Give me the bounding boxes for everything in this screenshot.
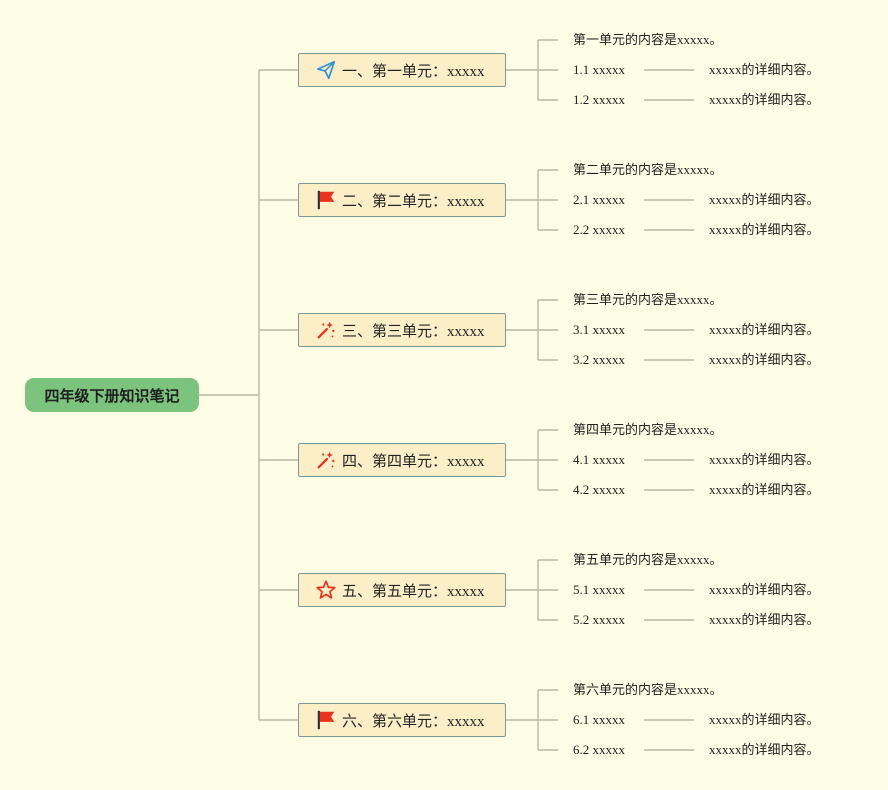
unit-summary[interactable]: 第二单元的内容是xxxxx。	[573, 162, 723, 177]
flag-icon	[315, 709, 337, 731]
sub-topic-label[interactable]: 3.2 xxxxx	[573, 352, 625, 367]
magic-wand-icon	[315, 449, 337, 471]
unit-label: 二、第二单元：xxxxx	[342, 193, 485, 210]
magic-wand-icon	[315, 319, 337, 341]
sub-topic-detail[interactable]: xxxxx的详细内容。	[709, 612, 820, 627]
sub-topic-label[interactable]: 1.2 xxxxx	[573, 92, 625, 107]
unit-node[interactable]: 二、第二单元：xxxxx	[298, 183, 506, 217]
root-node[interactable]: 四年级下册知识笔记	[25, 378, 199, 412]
sub-topic-detail[interactable]: xxxxx的详细内容。	[709, 712, 820, 727]
paper-plane-icon	[315, 59, 337, 81]
sub-topic-detail[interactable]: xxxxx的详细内容。	[709, 482, 820, 497]
sub-topic-label[interactable]: 3.1 xxxxx	[573, 322, 625, 337]
unit-summary[interactable]: 第三单元的内容是xxxxx。	[573, 292, 723, 307]
flag-icon	[315, 189, 337, 211]
sub-topic-detail[interactable]: xxxxx的详细内容。	[709, 92, 820, 107]
star-icon	[315, 579, 337, 601]
unit-summary[interactable]: 第六单元的内容是xxxxx。	[573, 682, 723, 697]
unit-node[interactable]: 一、第一单元：xxxxx	[298, 53, 506, 87]
unit-label: 五、第五单元：xxxxx	[342, 583, 485, 600]
sub-topic-detail[interactable]: xxxxx的详细内容。	[709, 582, 820, 597]
root-label: 四年级下册知识笔记	[44, 386, 180, 405]
sub-topic-label[interactable]: 5.2 xxxxx	[573, 612, 625, 627]
sub-topic-label[interactable]: 2.2 xxxxx	[573, 222, 625, 237]
unit-node[interactable]: 五、第五单元：xxxxx	[298, 573, 506, 607]
unit-label: 六、第六单元：xxxxx	[342, 713, 485, 730]
unit-label: 一、第一单元：xxxxx	[342, 63, 485, 80]
unit-node[interactable]: 四、第四单元：xxxxx	[298, 443, 506, 477]
sub-topic-detail[interactable]: xxxxx的详细内容。	[709, 352, 820, 367]
unit-summary[interactable]: 第一单元的内容是xxxxx。	[573, 32, 723, 47]
sub-topic-label[interactable]: 2.1 xxxxx	[573, 192, 625, 207]
sub-topic-label[interactable]: 6.1 xxxxx	[573, 712, 625, 727]
sub-topic-label[interactable]: 1.1 xxxxx	[573, 62, 625, 77]
sub-topic-label[interactable]: 6.2 xxxxx	[573, 742, 625, 757]
sub-topic-detail[interactable]: xxxxx的详细内容。	[709, 742, 820, 757]
sub-topic-detail[interactable]: xxxxx的详细内容。	[709, 322, 820, 337]
unit-label: 三、第三单元：xxxxx	[342, 323, 485, 340]
sub-topic-label[interactable]: 4.1 xxxxx	[573, 452, 625, 467]
sub-topic-detail[interactable]: xxxxx的详细内容。	[709, 222, 820, 237]
unit-summary[interactable]: 第四单元的内容是xxxxx。	[573, 422, 723, 437]
sub-topic-label[interactable]: 5.1 xxxxx	[573, 582, 625, 597]
sub-topic-detail[interactable]: xxxxx的详细内容。	[709, 62, 820, 77]
unit-node[interactable]: 六、第六单元：xxxxx	[298, 703, 506, 737]
unit-summary[interactable]: 第五单元的内容是xxxxx。	[573, 552, 723, 567]
unit-label: 四、第四单元：xxxxx	[342, 453, 485, 470]
sub-topic-detail[interactable]: xxxxx的详细内容。	[709, 192, 820, 207]
unit-node[interactable]: 三、第三单元：xxxxx	[298, 313, 506, 347]
sub-topic-label[interactable]: 4.2 xxxxx	[573, 482, 625, 497]
sub-topic-detail[interactable]: xxxxx的详细内容。	[709, 452, 820, 467]
